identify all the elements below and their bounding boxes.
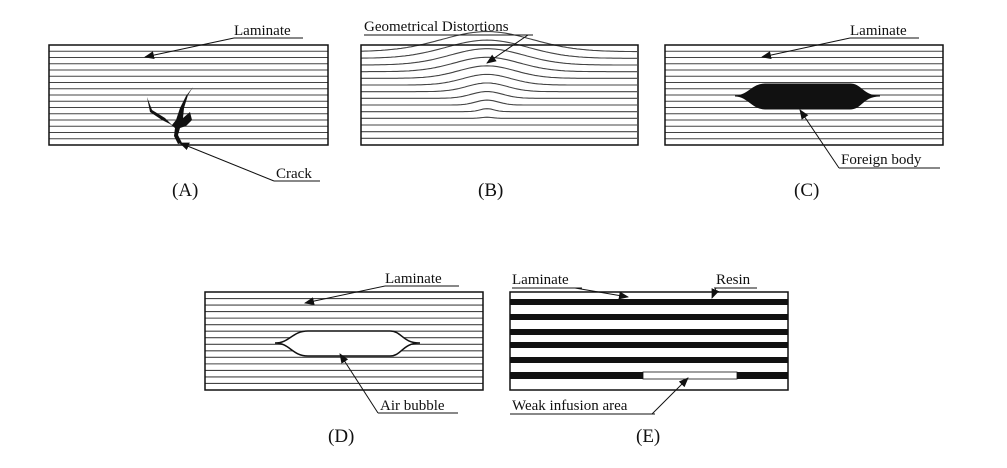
arrow — [651, 377, 689, 415]
crack-label: Crack — [276, 166, 312, 182]
distorted-layers — [360, 31, 637, 139]
arrow — [711, 287, 720, 299]
arrow — [761, 37, 851, 60]
laminate-box — [204, 291, 484, 391]
caption-a: (A) — [172, 180, 198, 201]
arrow — [179, 142, 275, 182]
distorted-layer-line — [361, 99, 637, 106]
resin-bar — [737, 372, 788, 379]
arrow — [799, 109, 840, 169]
laminate-label: Laminate — [512, 272, 569, 288]
foreign-body-shape — [734, 83, 881, 110]
caption-c: (C) — [794, 180, 819, 201]
resin-bar — [510, 299, 788, 305]
crack-shape — [147, 87, 193, 144]
panel-d-air-bubble: Laminate Air bubble (D) — [204, 271, 484, 447]
distorted-layer-line — [361, 116, 637, 119]
laminate-box — [664, 44, 944, 146]
caption-e: (E) — [636, 426, 660, 447]
distortions-label: Geometrical Distortions — [364, 19, 509, 35]
resin-bar — [510, 314, 788, 320]
distorted-layer-line — [360, 39, 637, 59]
laminate-label: Laminate — [850, 23, 907, 39]
panel-a-crack: Laminate Crack (A) — [48, 23, 329, 201]
distorted-layer-line — [361, 56, 637, 73]
laminate-label: Laminate — [234, 23, 291, 39]
distorted-layer-line — [361, 31, 637, 53]
panel-c-foreign-body: Laminate Foreign body (C) — [664, 23, 944, 201]
caption-d: (D) — [328, 426, 354, 447]
panel-e-weak-infusion: Laminate Resin Weak infusion area (E) — [509, 272, 789, 447]
weak-infusion-label: Weak infusion area — [512, 398, 628, 414]
arrow — [574, 287, 629, 300]
laminate-label: Laminate — [385, 271, 442, 287]
laminate-box — [509, 291, 789, 391]
resin-bar — [510, 329, 788, 335]
resin-label: Resin — [716, 272, 751, 288]
arrow — [339, 353, 379, 414]
weak-infusion-gap — [642, 371, 738, 380]
laminate-layers — [49, 50, 328, 140]
arrow — [144, 37, 235, 60]
resin-bar — [510, 357, 788, 363]
resin-bar — [510, 372, 643, 379]
air-bubble-label: Air bubble — [380, 398, 445, 414]
air-bubble-shape — [274, 330, 421, 357]
distorted-layer-line — [361, 90, 637, 99]
distorted-layer-line — [361, 108, 637, 113]
resin-bar — [510, 342, 788, 348]
foreign-body-label: Foreign body — [841, 152, 922, 168]
distorted-layer-line — [361, 65, 637, 79]
caption-b: (B) — [478, 180, 503, 201]
laminate-box — [360, 44, 639, 146]
arrow — [304, 285, 386, 306]
arrow — [486, 34, 529, 64]
panel-b-geometrical-distortions: Geometrical Distortions (B) — [360, 19, 639, 201]
distorted-layer-line — [361, 82, 637, 93]
distorted-layer-line — [360, 48, 637, 66]
distorted-layer-line — [361, 73, 637, 86]
resin-layers — [510, 299, 788, 380]
